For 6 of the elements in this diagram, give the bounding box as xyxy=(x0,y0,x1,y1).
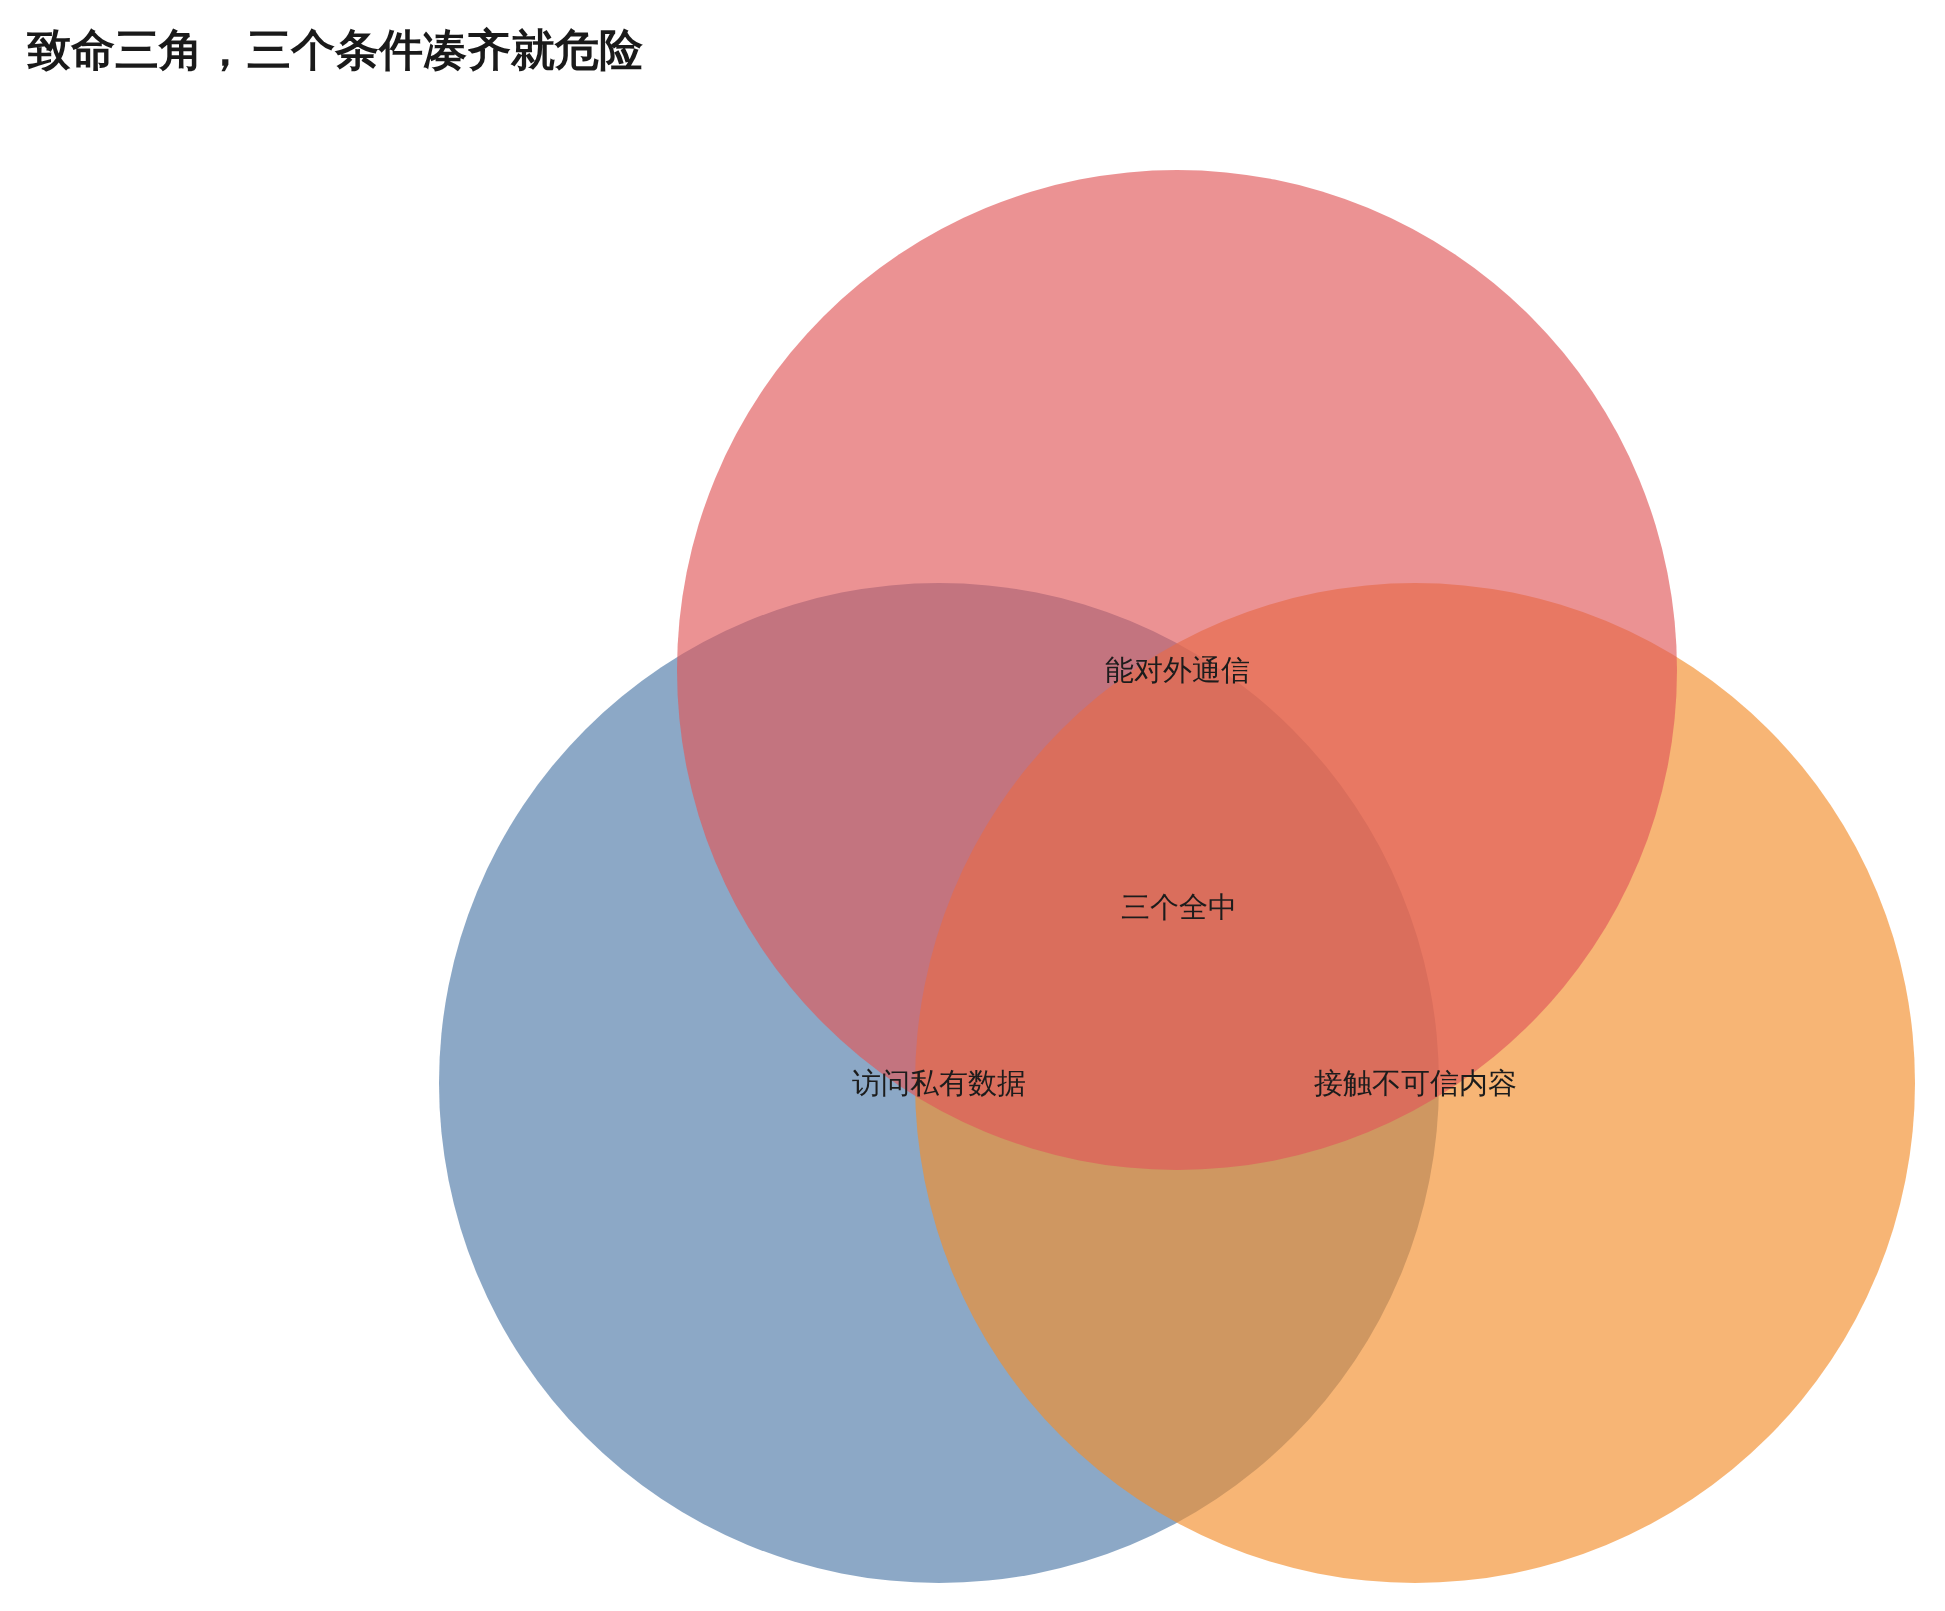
venn-circle xyxy=(677,170,1677,1170)
chart-title: 致命三角，三个条件凑齐就危险 xyxy=(27,28,643,72)
set-label: 接触不可信内容 xyxy=(1313,1068,1517,1098)
intersection-label: 三个全中 xyxy=(1121,892,1237,922)
set-label: 访问私有数据 xyxy=(852,1068,1026,1098)
set-label: 能对外通信 xyxy=(1104,655,1250,685)
